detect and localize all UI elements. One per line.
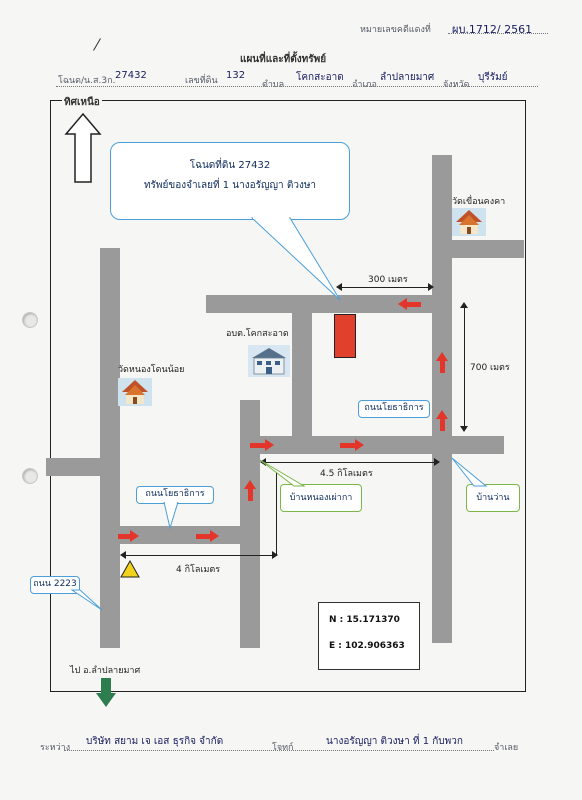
callout-owner-line: ทรัพย์ของจำเลยที่ 1 นางอรัญญา ติวงษา xyxy=(143,180,317,191)
road-right-vertical xyxy=(432,155,452,643)
coordinate-north: N : 15.171370 xyxy=(329,615,400,625)
map-frame xyxy=(50,100,526,692)
between-label: ระหว่าง xyxy=(40,743,71,753)
village-1-pointer xyxy=(259,459,306,487)
case-number-label: หมายเลขคดีแดงที่ xyxy=(360,25,431,35)
land-number: 132 xyxy=(226,70,246,81)
land-number-label: เลขที่ดิน xyxy=(185,76,218,86)
tambon-label: ตำบล xyxy=(262,80,285,90)
case-number: ผบ.1712/ 2561 xyxy=(452,23,533,36)
road-village-vertical xyxy=(240,400,260,648)
case-number-underline xyxy=(448,33,548,34)
road-2223-label: ถนน 2223 xyxy=(33,579,77,589)
province: บุรีรัมย์ xyxy=(478,72,508,83)
defendant-name: นางอรัญญา ติวงษา ที่ 1 กับพวก xyxy=(326,736,463,747)
road-2223-callout: ถนน 2223 xyxy=(30,576,80,594)
north-label: ทิศเหนือ xyxy=(62,95,102,110)
callout-deed-line: โฉนดที่ดิน 27432 xyxy=(189,160,271,171)
road-property-horizontal xyxy=(206,295,440,313)
dim-arrow-right-icon-3 xyxy=(272,551,278,559)
plaintiff-role: โจทก์ xyxy=(272,743,294,753)
temple-right-icon xyxy=(452,208,486,236)
road-left-stub xyxy=(46,458,106,476)
deed-number: 27432 xyxy=(115,70,147,81)
distance-45km: 4.5 กิโลเมตร xyxy=(320,469,373,479)
village-2-pointer xyxy=(451,457,488,487)
temple-right-label: วัดเขื่อนคงคา xyxy=(452,197,506,207)
temple-left-label: วัดหนองโดนน้อย xyxy=(118,365,185,375)
page-title: แผนที่และที่ตั้งทรัพย์ xyxy=(240,54,327,65)
village-wan-label: บ้านว่าน xyxy=(476,493,510,503)
dim-line-45km xyxy=(262,462,438,463)
dim-line-300 xyxy=(338,287,432,288)
road-temple-spur xyxy=(446,240,524,258)
footer-underline xyxy=(64,750,494,751)
dim-arrow-left-icon-3 xyxy=(120,551,126,559)
office-building-icon xyxy=(248,345,290,377)
punch-hole-bottom xyxy=(22,468,38,484)
distance-300m: 300 เมตร xyxy=(366,272,410,286)
warning-triangle-icon xyxy=(120,560,140,578)
north-arrow-icon xyxy=(64,112,102,183)
village-nongphaoka-label: บ้านหนองเผ่ากา xyxy=(289,493,353,503)
road-yothathikan-lower-label: ถนนโยธาธิการ xyxy=(145,489,205,499)
dim-arrow-left-icon xyxy=(336,283,342,291)
dim-line-4km xyxy=(122,555,276,556)
header-underline xyxy=(56,86,538,87)
dim-arrow-right-icon xyxy=(428,283,434,291)
plaintiff-name: บริษัท สยาม เจ เอส ธุรกิจ จำกัด xyxy=(86,736,224,747)
property-callout: โฉนดที่ดิน 27432 ทรัพย์ของจำเลยที่ 1 นาง… xyxy=(110,142,350,220)
dim-line-4km-vertical xyxy=(276,472,277,556)
distance-4km: 4 กิโลเมตร xyxy=(176,565,221,575)
pen-mark xyxy=(93,38,101,51)
road-2223-pointer xyxy=(70,589,103,611)
road-callout-pointer xyxy=(163,502,179,530)
callout-pointer xyxy=(250,217,341,301)
village-wan-callout: บ้านว่าน xyxy=(466,484,520,512)
road-yothathikan-upper-callout: ถนนโยธาธิการ xyxy=(358,400,430,418)
amphoe: ลำปลายมาศ xyxy=(380,72,435,83)
tambon: โคกสะอาด xyxy=(296,72,344,83)
dim-arrow-down-icon xyxy=(460,426,468,432)
amphoe-label: อำเภอ xyxy=(352,80,377,90)
deed-label: โฉนด/น.ส.3ก. xyxy=(58,76,116,86)
coordinates-box: N : 15.171370 E : 102.906363 xyxy=(318,602,420,670)
province-label: จังหวัด xyxy=(443,80,470,90)
distance-700m: 700 เมตร xyxy=(470,363,510,373)
dim-arrow-right-icon-2 xyxy=(434,458,440,466)
arrow-down-icon xyxy=(96,678,116,707)
road-office-vertical xyxy=(292,308,312,440)
property-marker xyxy=(334,314,356,358)
defendant-role: จำเลย xyxy=(494,743,519,753)
road-2223 xyxy=(100,248,120,648)
dim-line-700 xyxy=(464,306,465,430)
office-label: อบต.โคกสะอาด xyxy=(226,329,289,339)
road-yothathikan-upper-label: ถนนโยธาธิการ xyxy=(364,403,424,413)
punch-hole-top xyxy=(22,312,38,328)
coordinate-east: E : 102.906363 xyxy=(329,641,405,651)
dim-arrow-up-icon xyxy=(460,302,468,308)
village-nongphaoka-callout: บ้านหนองเผ่ากา xyxy=(280,484,362,512)
temple-left-icon xyxy=(118,378,152,406)
to-town-label: ไป อ.ลำปลายมาศ xyxy=(70,663,141,677)
